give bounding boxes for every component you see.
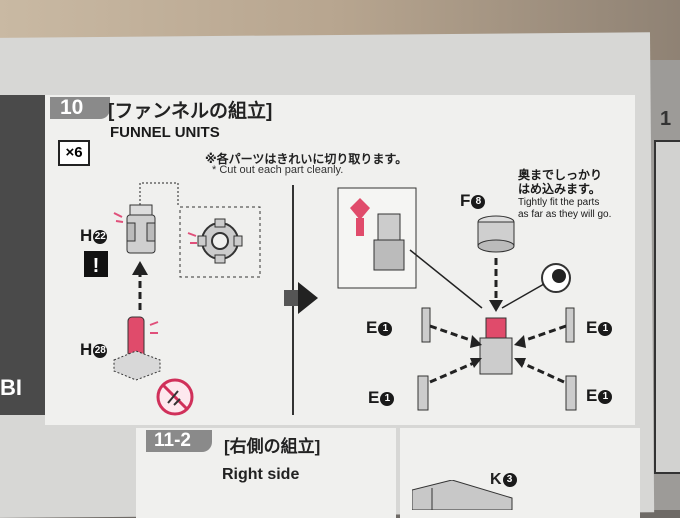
mini-part-icon <box>374 214 404 270</box>
right-note-jp-line-2: はめ込みます。 <box>518 182 602 196</box>
side-strip-text: BI <box>0 375 22 401</box>
clip-part-icon <box>418 358 482 410</box>
side-strip: BI <box>0 95 45 415</box>
part-number: 28 <box>93 344 107 358</box>
part-letter: E <box>586 386 597 405</box>
next-page-number: 1 <box>660 108 671 131</box>
part-letter: H <box>80 340 92 359</box>
right-note-jp: 奥までしっかり はめ込みます。 <box>518 168 602 196</box>
clip-part-icon <box>422 308 482 348</box>
step-11-title-jp: [右側の組立] <box>224 432 320 457</box>
gear-part-icon <box>188 219 242 263</box>
detail-box <box>338 188 416 288</box>
leader-line <box>140 183 178 207</box>
part-number: 1 <box>598 390 612 404</box>
right-note-en-line-1: Tightly fit the parts <box>518 197 611 209</box>
center-assembly-icon <box>480 318 512 374</box>
warning-icon: ! <box>84 251 108 277</box>
clip-part-icon <box>514 358 576 410</box>
part-letter: E <box>368 388 379 407</box>
part-h22-icon <box>114 205 155 253</box>
part-number: 22 <box>93 230 107 244</box>
part-letter: E <box>586 318 597 337</box>
arrow-head <box>132 261 148 275</box>
leader-line <box>410 250 482 308</box>
left-assembly-diagram: ! <box>80 175 290 420</box>
part-f8-icon <box>478 216 514 252</box>
right-note-jp-line-1: 奥までしっかり <box>518 168 602 182</box>
step-title-jp: [ファンネルの組立] <box>108 96 272 123</box>
right-note-en-line-2: as far as they will go. <box>518 209 611 221</box>
step-title-en: FUNNEL UNITS <box>110 124 220 141</box>
no-cutting-icon <box>158 380 192 414</box>
part-letter: H <box>80 226 92 245</box>
part-number: 1 <box>378 322 392 336</box>
step-number: 10 <box>50 97 110 119</box>
step-11-part-icon <box>412 480 522 510</box>
warning-symbol: ! <box>93 255 100 277</box>
step-11-title-en: Right side <box>222 466 299 484</box>
next-page-box <box>654 140 680 474</box>
clip-part-icon <box>514 308 574 348</box>
part-number: 1 <box>598 322 612 336</box>
step-arrow-icon <box>282 280 322 316</box>
depth-detail-icon <box>502 264 570 308</box>
arrow-head <box>489 300 503 312</box>
part-number: 1 <box>380 392 394 406</box>
right-note-en: Tightly fit the parts as far as they wil… <box>518 197 611 221</box>
part-h28-icon <box>114 317 160 380</box>
quantity-badge: ×6 <box>58 140 90 166</box>
part-number: 8 <box>471 195 485 209</box>
step-11-number: 11-2 <box>146 430 212 452</box>
part-letter: E <box>366 318 377 337</box>
part-letter: F <box>460 191 470 210</box>
